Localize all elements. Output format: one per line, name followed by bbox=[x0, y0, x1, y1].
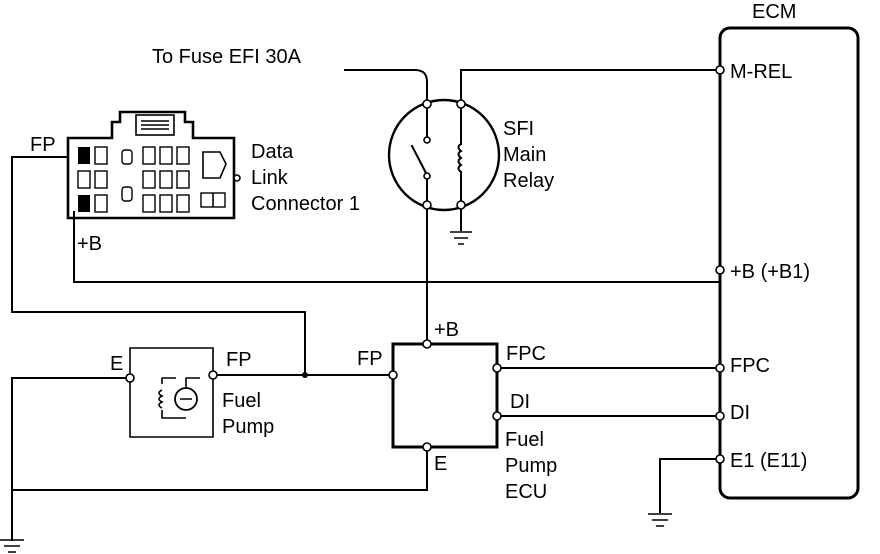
ecm-module: ECM M-REL +B (+B1) FPC DI E1 (E11) bbox=[718, 1, 860, 500]
dlc-label-2: Link bbox=[251, 167, 289, 189]
dlc-label-3: Connector 1 bbox=[251, 193, 360, 215]
ecm-pin-di: DI bbox=[730, 402, 750, 424]
wire-fuse-feed bbox=[344, 69, 428, 105]
ecm-pin-plus-b: +B (+B1) bbox=[730, 261, 810, 283]
ground-icon bbox=[648, 513, 672, 527]
dlc-outline bbox=[66, 110, 236, 220]
dlc-plus-b-label: +B bbox=[77, 233, 102, 255]
dlc-label-1: Data bbox=[251, 141, 294, 163]
wires bbox=[11, 69, 721, 541]
ecu-di-label: DI bbox=[510, 391, 530, 413]
ecu-label-2: Pump bbox=[505, 455, 557, 477]
wire-fp-test bbox=[11, 156, 306, 376]
pump-label-1: Fuel bbox=[222, 390, 261, 412]
ecm-pin-fpc: FPC bbox=[730, 355, 770, 377]
ecm-box bbox=[718, 26, 860, 500]
ecm-title: ECM bbox=[752, 1, 796, 23]
ecu-e-label: E bbox=[434, 453, 447, 475]
ground-icon bbox=[450, 231, 472, 245]
wire-ecu-ground bbox=[11, 446, 428, 491]
pump-label-2: Pump bbox=[222, 416, 274, 438]
wire-plus-b bbox=[73, 223, 721, 283]
ecm-pin-m-rel: M-REL bbox=[730, 61, 792, 83]
junction-dot bbox=[302, 372, 308, 378]
dlc-fp-terminal bbox=[78, 147, 90, 164]
ecu-fp-label: FP bbox=[357, 348, 383, 370]
ecu-label-3: ECU bbox=[505, 481, 547, 503]
ecm-pin-e1: E1 (E11) bbox=[730, 450, 807, 472]
ecm-terminals bbox=[715, 65, 725, 464]
data-link-connector: FP +B Data Link Connector 1 bbox=[30, 110, 360, 255]
fuse-label: To Fuse EFI 30A bbox=[152, 46, 302, 68]
dlc-fp-label: FP bbox=[30, 134, 56, 156]
ground-icon bbox=[0, 539, 24, 553]
sfi-main-relay: SFI Main Relay bbox=[387, 98, 554, 212]
relay-circle bbox=[387, 98, 501, 212]
relay-label-2: Main bbox=[503, 144, 546, 166]
relay-coil-icon bbox=[457, 142, 463, 174]
relay-label-3: Relay bbox=[503, 170, 554, 192]
relay-switch-icon bbox=[410, 144, 429, 177]
relay-label-1: SFI bbox=[503, 118, 534, 140]
fuel-pump-ecu: +B FP FPC DI E Fuel Pump ECU bbox=[357, 319, 557, 503]
ecu-label-1: Fuel bbox=[505, 429, 544, 451]
wire-m-rel bbox=[460, 69, 721, 105]
pump-fp-label: FP bbox=[226, 349, 252, 371]
fuel-pump-ecu-box bbox=[391, 342, 499, 449]
fuel-pump-box bbox=[129, 347, 214, 438]
ecu-fpc-label: FPC bbox=[506, 343, 546, 365]
ecu-plus-b-label: +B bbox=[434, 319, 459, 341]
wire-pump-ground bbox=[11, 377, 131, 541]
pump-e-label: E bbox=[110, 353, 123, 375]
wire-e1-ground bbox=[659, 458, 721, 513]
fuel-pump: E FP Fuel Pump bbox=[110, 347, 274, 438]
